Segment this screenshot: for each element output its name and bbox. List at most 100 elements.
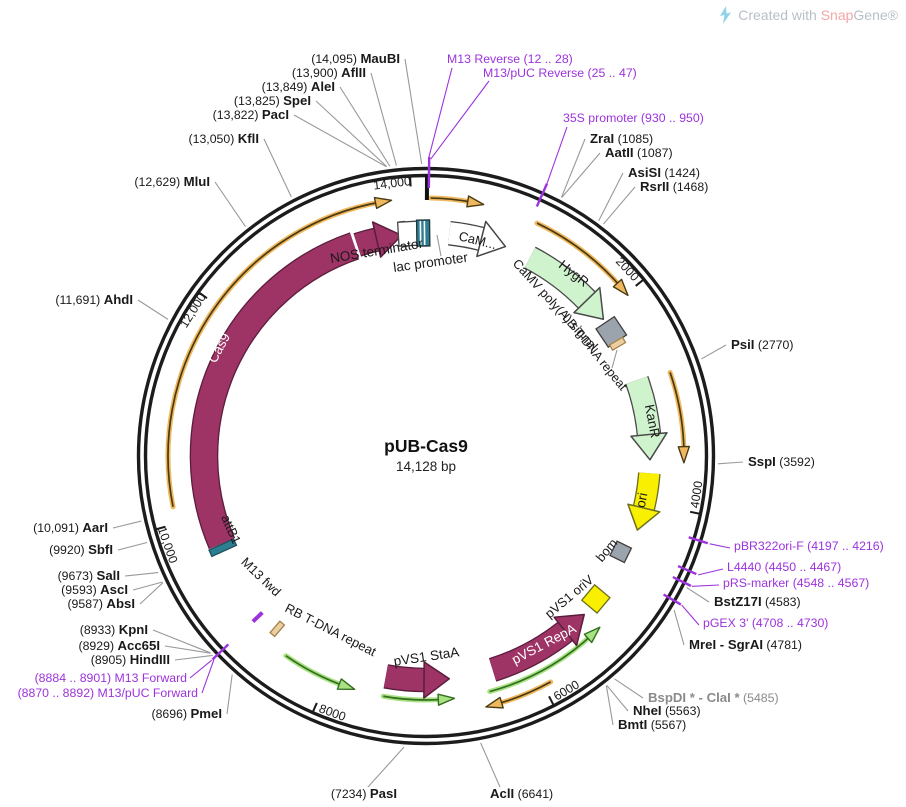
site-label-absi-part-0: (9587)	[67, 597, 106, 611]
site-label-alei-part-1: AleI	[311, 79, 335, 94]
tick-8000	[312, 702, 318, 712]
rb-tdna-label: RB T-DNA repeat	[283, 600, 379, 659]
site-label-bstz17i-part-0: BstZ17I	[714, 594, 762, 609]
green-arc-1	[283, 653, 348, 689]
site-label-bmti: BmtI (5567)	[618, 717, 686, 732]
site-label-ahdi-part-0: (11,691)	[55, 293, 103, 307]
pbr322ori-f-tick	[688, 536, 709, 545]
rb-tdna-bar	[269, 620, 286, 638]
orange-arc-right-2-arrowhead-icon	[677, 445, 691, 464]
site-label-psii-part-0: PsiI	[731, 337, 754, 352]
cas9-band	[191, 233, 359, 549]
35s-promoter-connector	[546, 126, 568, 184]
site-label-aari-part-1: AarI	[82, 520, 108, 535]
site-label-sspi-part-0: SspI	[748, 454, 776, 469]
pvs1-repa-arrow-arrowhead-icon	[553, 613, 585, 647]
site-label-prs-marker: pRS-marker (4548 .. 4567)	[723, 576, 869, 590]
spei-connector	[315, 100, 388, 168]
site-label-acli-part-1: (6641)	[514, 787, 553, 801]
site-label-asisi: AsiSI (1424)	[628, 165, 700, 180]
orange-arc-left-arrowhead-icon	[373, 196, 393, 210]
site-label-sbfi: (9920) SbfI	[49, 542, 113, 557]
site-label-prs-marker-part-0: pRS-marker (4548 .. 4567)	[723, 576, 869, 590]
site-label-aflii: (13,900) AflII	[292, 65, 366, 80]
sspi-connector	[717, 461, 744, 465]
orange-arc-right-1-core	[536, 222, 623, 289]
plasmid-name: pUB-Cas9	[384, 436, 468, 456]
pbr322ori-f-connector	[709, 543, 731, 549]
site-label-l4440-part-0: L4440 (4450 .. 4467)	[727, 560, 841, 574]
pgex-3-tick	[662, 593, 682, 606]
site-label-spei: (13,825) SpeI	[234, 93, 311, 108]
pvs1-oriv-box	[580, 583, 611, 614]
site-label-paci: (13,822) PacI	[213, 107, 289, 122]
site-label-mlui-part-1: MluI	[184, 174, 210, 189]
ori-label: ori	[633, 491, 651, 509]
site-label-m13-puc-forward: (8870 .. 8892) M13/pUC Forward	[18, 686, 199, 700]
asci-connector	[132, 581, 163, 591]
site-label-mlui: (12,629) MluI	[134, 174, 210, 189]
site-label-paci-part-1: PacI	[262, 107, 289, 122]
site-label-asci-part-1: AscI	[100, 582, 128, 597]
site-label-pasi-part-1: PasI	[370, 786, 397, 801]
m13-reverse-connector	[428, 67, 453, 158]
site-label-aari-part-0: (10,091)	[33, 521, 82, 535]
site-label-nhei-part-1: (5563)	[662, 704, 701, 718]
site-label-kfli-part-1: KflI	[238, 131, 259, 146]
site-label-nhei: NheI (5563)	[633, 703, 701, 718]
site-label-bmti-part-0: BmtI	[618, 717, 647, 732]
site-label-kfli: (13,050) KflI	[189, 131, 259, 146]
site-label-m13-reverse: M13 Reverse (12 .. 28)	[447, 52, 573, 66]
m13-puc-forward-connector	[201, 659, 215, 694]
acc65i-connector	[164, 645, 211, 654]
site-label-nhei-part-0: NheI	[633, 703, 662, 718]
site-label-l4440: L4440 (4450 .. 4467)	[727, 560, 841, 574]
site-label-zrai: ZraI (1085)	[590, 131, 653, 146]
site-label-bmti-part-1: (5567)	[647, 718, 686, 732]
site-label-maubi: (14,095) MauBI	[311, 51, 400, 66]
tick-4000	[689, 510, 700, 515]
pmei-connector	[226, 674, 233, 715]
site-label-sbfi-part-0: (9920)	[49, 543, 88, 557]
site-label-acc65i: (8929) Acc65I	[79, 638, 161, 653]
site-label-pasi: (7234) PasI	[331, 786, 397, 801]
site-label-hindiii-part-0: (8905)	[91, 653, 130, 667]
site-label-aari: (10,091) AarI	[33, 520, 108, 535]
site-label-psii: PsiI (2770)	[731, 337, 793, 352]
site-label-ahdi: (11,691) AhdI	[55, 292, 133, 307]
site-label-spei-part-0: (13,825)	[234, 94, 283, 108]
psii-connector	[701, 344, 727, 360]
site-label-m13-puc-reverse-part-0: M13/pUC Reverse (25 .. 47)	[483, 66, 637, 80]
lb-tdna-connector	[611, 349, 618, 369]
absi-connector	[139, 582, 164, 605]
backbone-outer-ring	[136, 166, 716, 746]
site-label-m13-forward: (8884 .. 8901) M13 Forward	[35, 671, 188, 685]
snapgene-watermark: Created with SnapGene®	[718, 6, 898, 24]
pvs1-oriv-box-rect	[580, 583, 611, 614]
bstz17i-connector	[686, 587, 710, 603]
site-label-absi: (9587) AbsI	[67, 596, 135, 611]
site-label-sali-part-1: SalI	[97, 568, 120, 583]
site-label-pbr322ori-f: pBR322ori-F (4197 .. 4216)	[734, 539, 884, 553]
aari-connector	[112, 520, 142, 529]
site-label-acli: AclI (6641)	[490, 786, 553, 801]
l4440-tick	[677, 564, 697, 576]
site-label-sali: (9673) SalI	[58, 568, 120, 583]
green-arc-3-core	[489, 633, 594, 693]
teal-striped-box-stripe-1	[423, 220, 426, 246]
kanr-arrow	[626, 376, 660, 436]
paci-connector	[293, 114, 387, 168]
watermark-text: Created with SnapGene®	[738, 7, 898, 23]
ori-arrow-arrowhead-icon	[627, 503, 661, 531]
site-label-maubi-part-0: (14,095)	[311, 52, 360, 66]
site-label-absi-part-1: AbsI	[106, 596, 135, 611]
green-arc-3-arrowhead-icon	[583, 626, 601, 644]
site-label-aflii-part-1: AflII	[341, 65, 366, 80]
pvs1-staa-arrow	[383, 665, 425, 691]
site-label-bstz17i: BstZ17I (4583)	[714, 594, 801, 609]
site-label-spei-part-1: SpeI	[283, 93, 311, 108]
lb-tdna-bar	[608, 336, 627, 352]
bom-box-rect	[609, 540, 633, 564]
site-label-pasi-part-0: (7234)	[331, 787, 370, 801]
